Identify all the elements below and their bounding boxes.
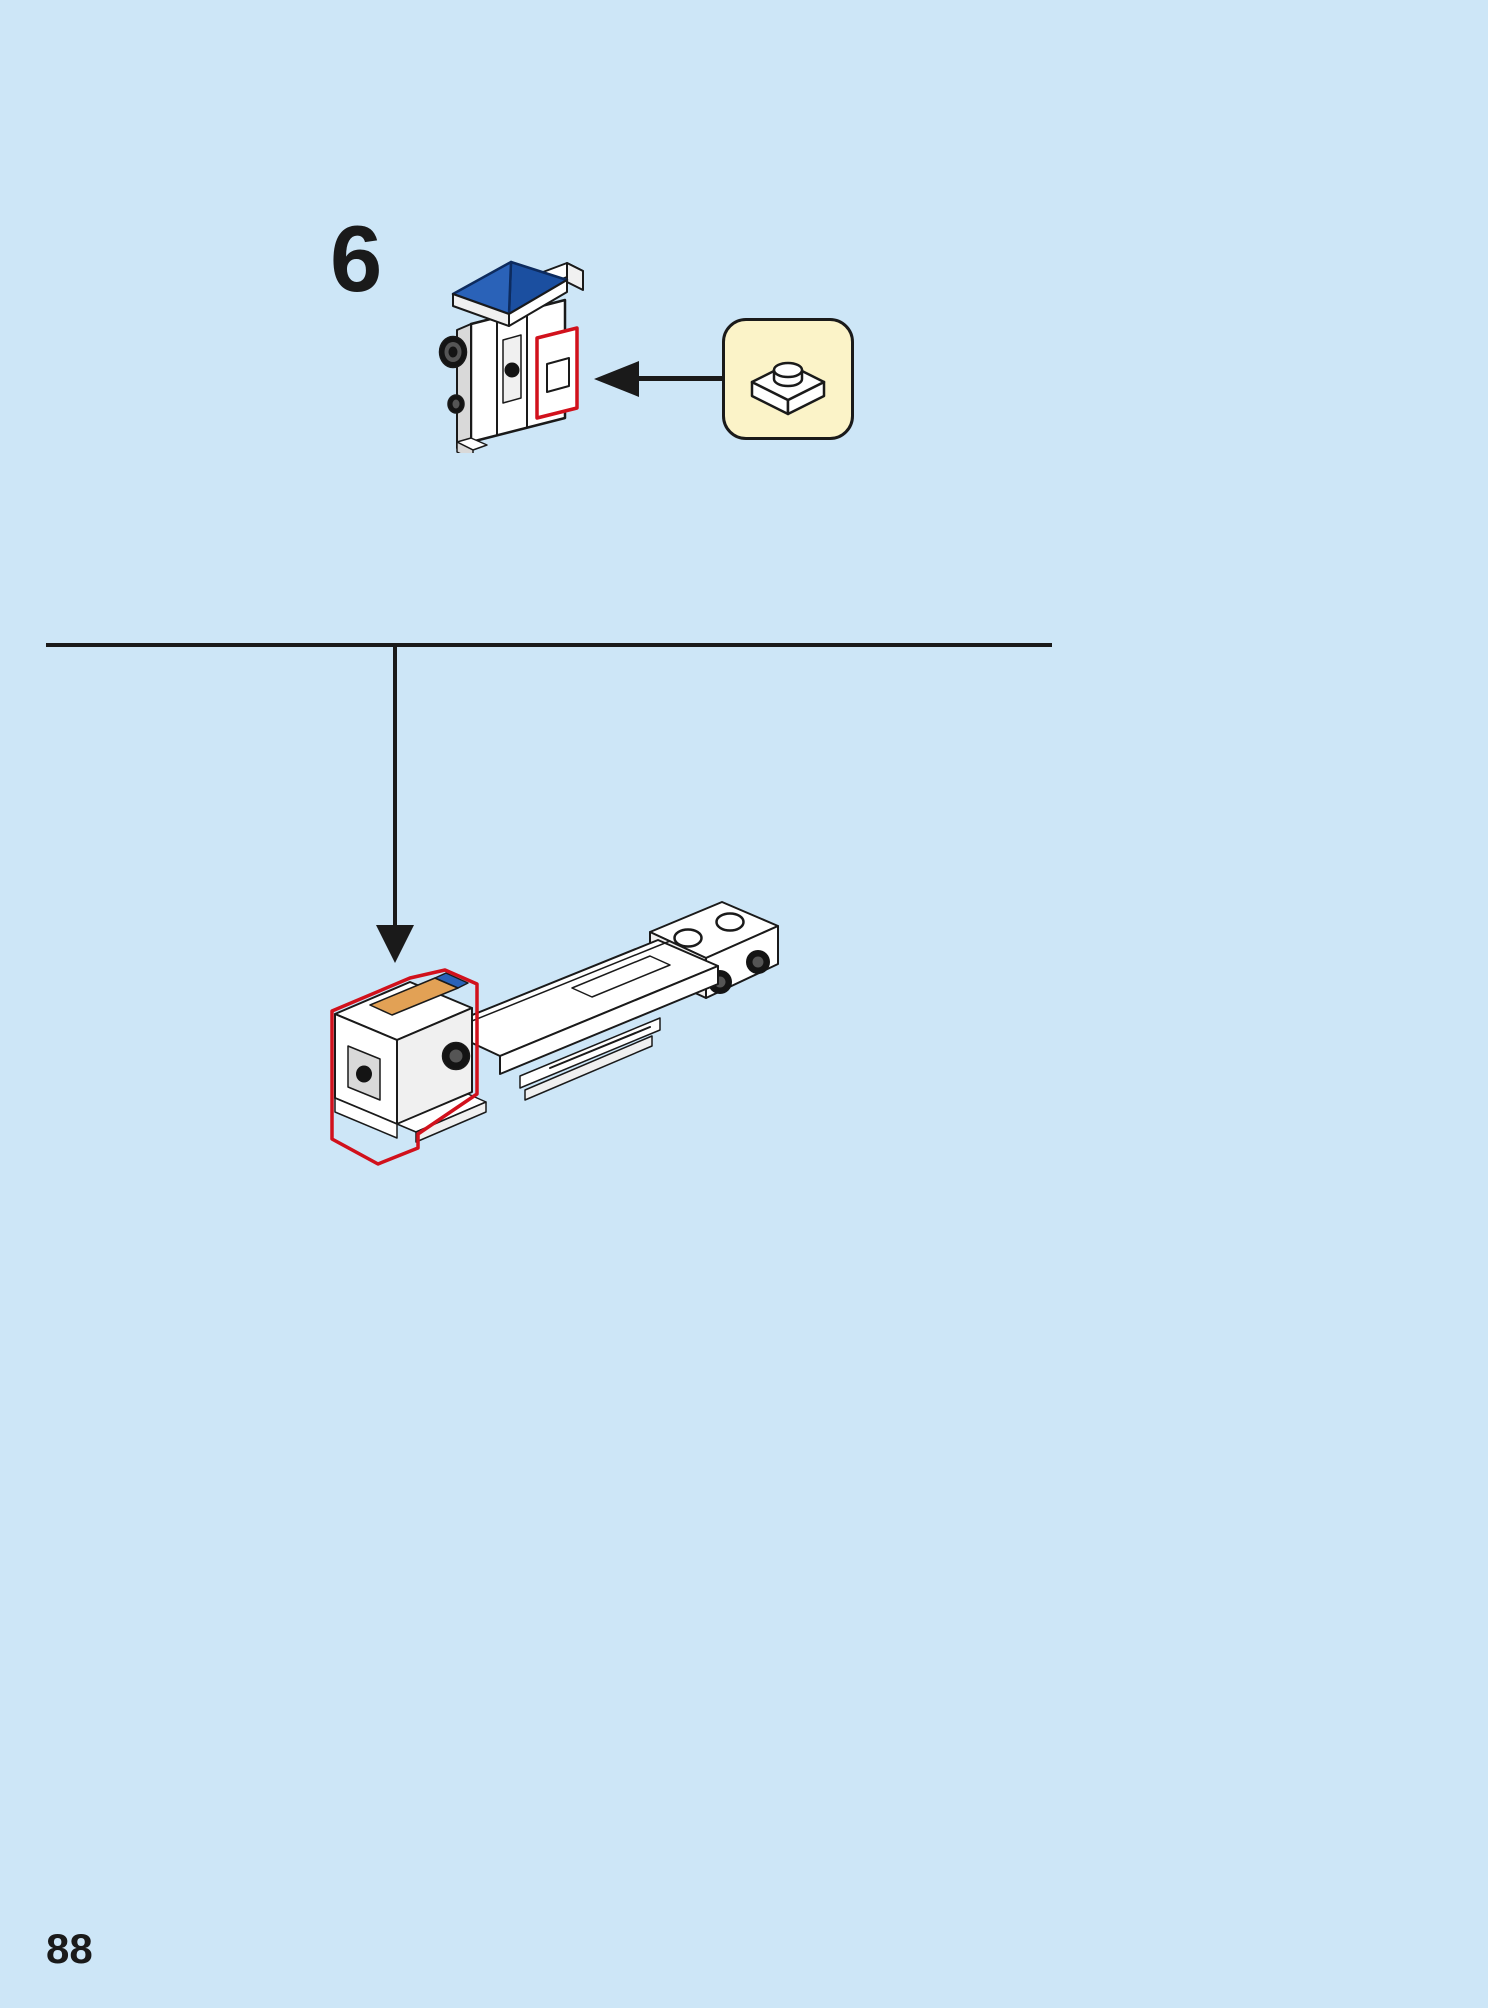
part-1x1-plate-icon bbox=[750, 361, 826, 416]
new-part-highlight-outline bbox=[535, 326, 579, 420]
down-arrow-icon bbox=[376, 925, 414, 963]
divider-line bbox=[46, 643, 1052, 647]
step-number: 6 bbox=[330, 206, 382, 311]
main-assembly-illustration bbox=[330, 901, 779, 1166]
left-arrow-icon bbox=[594, 361, 639, 397]
down-arrow-shaft bbox=[393, 645, 397, 927]
placement-highlight-outline bbox=[330, 968, 479, 1166]
left-arrow-shaft bbox=[636, 376, 724, 381]
step-6-subassembly-illustration bbox=[438, 260, 584, 453]
page-number: 88 bbox=[46, 1925, 93, 1972]
part-callout-box bbox=[722, 318, 854, 440]
